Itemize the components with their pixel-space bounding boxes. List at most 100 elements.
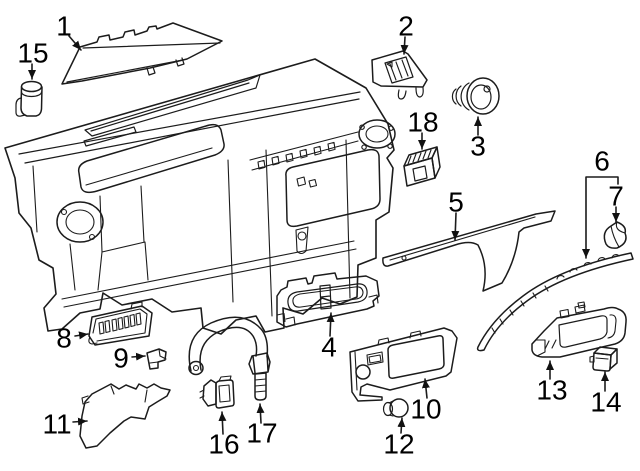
dashboard-cluster-opening xyxy=(77,123,225,194)
part-14-side xyxy=(609,348,618,370)
part-3-face-inner xyxy=(470,84,492,110)
dashboard-cowl-edges xyxy=(18,91,361,164)
callout-label-13: 13 xyxy=(536,375,567,406)
part-5-crease xyxy=(389,216,536,261)
part-9-clip xyxy=(146,348,167,370)
callout-9: 9 xyxy=(113,343,146,374)
part-8-switch-panel xyxy=(88,301,153,346)
part-15-body xyxy=(20,86,43,117)
callout-arrow-17 xyxy=(256,403,265,424)
main-dashboard-assembly xyxy=(4,58,396,335)
part-10-left-crease xyxy=(354,351,358,391)
part-2-side-defroster-vent xyxy=(371,50,428,100)
part-11-outline xyxy=(79,383,171,449)
callout-label-18: 18 xyxy=(407,107,438,138)
dashboard-small-squares xyxy=(296,176,318,188)
part-1-crease-lines xyxy=(66,42,221,83)
part-7-clip xyxy=(603,221,627,249)
part-17-end-hole xyxy=(192,364,200,372)
part-4-louver-inner xyxy=(292,286,364,308)
callout-label-4: 4 xyxy=(321,332,337,363)
part-16-button xyxy=(218,384,231,403)
callout-18: 18 xyxy=(407,107,439,150)
callout-label-10: 10 xyxy=(410,394,441,425)
part-13-spout xyxy=(531,339,546,357)
part-4-louver-outer xyxy=(287,283,368,312)
part-8-outline xyxy=(88,305,153,346)
callout-2: 2 xyxy=(398,11,414,55)
callout-arrow-9 xyxy=(131,352,146,361)
part-6-sill-garnish-strip xyxy=(476,252,634,352)
part-10-display-bezel xyxy=(349,327,458,402)
callout-6: 6 xyxy=(582,146,619,259)
part-18-side xyxy=(431,146,441,179)
callout-12: 12 xyxy=(383,417,415,460)
part-10-top-clips xyxy=(377,330,422,346)
part-8-hook xyxy=(88,336,98,345)
callout-3: 3 xyxy=(470,116,486,162)
callout-label-5: 5 xyxy=(448,187,464,218)
part-1-outline xyxy=(61,22,223,85)
part-6-tabs xyxy=(556,254,620,280)
part-17-tube-outer xyxy=(188,316,269,372)
part-13-opening xyxy=(558,315,608,348)
dashboard-gauge-ring-inner xyxy=(65,209,95,235)
part-14-front xyxy=(592,352,612,372)
dashboard-cluster-opening-inner xyxy=(85,147,213,186)
callout-16: 16 xyxy=(208,411,240,460)
callout-label-14: 14 xyxy=(590,387,621,418)
part-8-slots xyxy=(98,312,142,335)
part-12-knob xyxy=(382,398,409,418)
dashboard-speaker-boss-inner xyxy=(365,125,389,143)
part-2-vent-frame xyxy=(384,56,414,84)
callout-label-1: 1 xyxy=(56,11,72,42)
part-3-face xyxy=(466,77,500,115)
callout-15: 15 xyxy=(17,38,49,80)
part-1-cluster-hood xyxy=(61,22,223,85)
callout-label-2: 2 xyxy=(398,11,414,42)
dashboard-outline xyxy=(4,58,395,335)
part-2-outline xyxy=(371,50,428,88)
callout-arrow-16 xyxy=(218,411,227,435)
dashboard-boss-bolt-holes xyxy=(359,124,394,150)
callout-arrow-4 xyxy=(326,312,335,337)
part-10-knob-hole xyxy=(355,364,371,380)
callout-label-12: 12 xyxy=(383,429,414,460)
part-14-latch xyxy=(589,346,618,372)
callout-label-7: 7 xyxy=(608,181,624,212)
part-10-screen-opening xyxy=(387,335,445,379)
dashboard-defroster-grille xyxy=(83,74,261,147)
callout-arrow-2 xyxy=(400,36,409,55)
dashboard-screw-hole-right xyxy=(88,233,96,241)
part-18-switch xyxy=(403,146,441,187)
part-4-center-tab xyxy=(319,284,332,310)
part-11-crease xyxy=(110,385,148,403)
callout-label-16: 16 xyxy=(208,429,239,460)
part-16-top-nub xyxy=(199,375,232,399)
dashboard-center-struts xyxy=(227,139,351,317)
part-8-inner xyxy=(92,308,148,342)
part-18-hatch xyxy=(407,149,432,165)
part-7-outline xyxy=(603,221,627,249)
part-2-feet xyxy=(397,87,424,100)
part-18-button xyxy=(412,165,428,182)
part-4-feet xyxy=(276,294,379,326)
callout-4: 4 xyxy=(321,312,337,363)
part-15-hook xyxy=(15,97,26,117)
part-17-connector xyxy=(248,352,271,375)
part-3-neck xyxy=(451,82,470,111)
part-9-outline xyxy=(146,348,167,370)
part-3-button xyxy=(483,85,491,93)
dashboard-glovebox-opening xyxy=(285,148,381,228)
part-13-latches xyxy=(559,301,586,319)
callout-bracket-6 xyxy=(582,176,619,259)
part-15-clip xyxy=(15,80,43,117)
part-17-bolt-threads xyxy=(254,378,267,393)
dashboard-screw-hole-left xyxy=(60,208,68,216)
part-8-top-tab xyxy=(130,301,143,310)
callout-arrow-1 xyxy=(68,35,82,51)
dashboard-speaker-boss xyxy=(358,119,396,149)
